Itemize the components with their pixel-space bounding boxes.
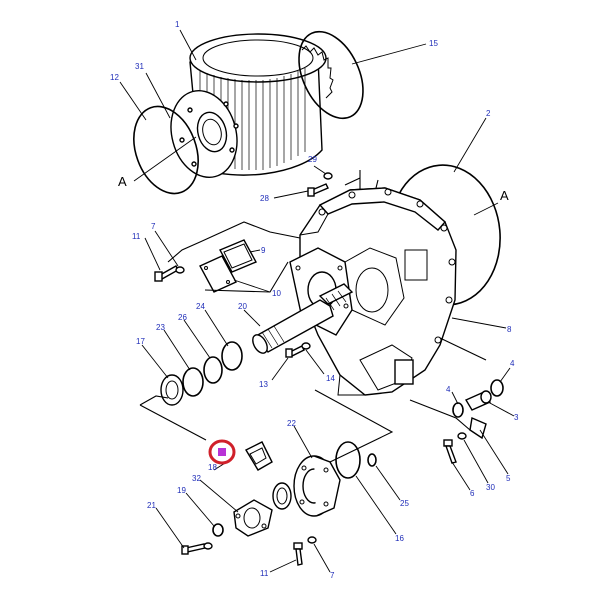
callout-22: 22 xyxy=(287,419,296,428)
ring-25 xyxy=(367,453,377,467)
callout-21: 21 xyxy=(147,501,156,510)
bolt-11-top xyxy=(154,265,179,282)
callout-19: 19 xyxy=(177,486,186,495)
ring-16 xyxy=(335,441,361,479)
washer-29 xyxy=(323,172,333,180)
callout-12: 12 xyxy=(110,73,119,82)
callout-31: 31 xyxy=(135,62,144,71)
callout-17: 17 xyxy=(136,337,145,346)
bolt-6 xyxy=(443,439,457,464)
callout-9: 9 xyxy=(261,246,266,255)
highlight-marker-icon[interactable] xyxy=(218,448,226,456)
callout-13: 13 xyxy=(259,380,268,389)
callout-24: 24 xyxy=(196,302,205,311)
leader-lines xyxy=(119,29,515,573)
callout-30: 30 xyxy=(486,483,495,492)
cover-22 xyxy=(293,455,341,517)
callout-4-lower: 4 xyxy=(446,385,451,394)
ring-4-lower xyxy=(452,402,464,418)
callout-2: 2 xyxy=(486,109,491,118)
washer-7-top xyxy=(175,266,185,274)
input-shaft xyxy=(252,283,354,354)
callout-25: 25 xyxy=(400,499,409,508)
seal-middle xyxy=(272,482,292,510)
callout-7-bottom: 7 xyxy=(330,571,335,580)
ring-26 xyxy=(203,356,223,384)
coupler-18 xyxy=(245,441,273,471)
washer-14 xyxy=(301,342,311,350)
section-mark-right: A xyxy=(500,188,509,203)
highlight-circle[interactable] xyxy=(208,439,236,465)
front-plate xyxy=(170,89,239,179)
gasket-10 xyxy=(199,255,237,293)
washer-30 xyxy=(457,432,467,440)
callout-29: 29 xyxy=(308,155,317,164)
plug-3 xyxy=(464,390,492,411)
ring-4-upper xyxy=(490,379,504,397)
callout-10: 10 xyxy=(272,289,281,298)
callout-18: 18 xyxy=(208,463,217,472)
callout-14: 14 xyxy=(326,374,335,383)
bolt-13 xyxy=(285,345,305,358)
section-mark-left: A xyxy=(118,174,127,189)
bolt-21 xyxy=(181,542,213,555)
transmission-housing xyxy=(289,187,457,396)
cover-plate-9 xyxy=(219,239,257,273)
callout-labels: 1 31 12 15 2 29 28 7 11 9 10 24 26 20 23… xyxy=(110,20,519,580)
ring-23 xyxy=(182,367,204,397)
pump-housing-32 xyxy=(233,499,273,537)
bolt-11-bottom xyxy=(293,542,303,566)
group-boundary-lines xyxy=(139,170,487,463)
callout-7-top: 7 xyxy=(151,222,156,231)
callout-8: 8 xyxy=(507,325,512,334)
callout-11-bottom: 11 xyxy=(260,569,269,578)
callout-32: 32 xyxy=(192,474,201,483)
ring-24 xyxy=(221,341,243,371)
washer-7-bottom xyxy=(307,536,317,544)
callout-1: 1 xyxy=(175,20,180,29)
bolt-28 xyxy=(307,183,329,197)
callout-4-upper: 4 xyxy=(510,359,515,368)
callout-28: 28 xyxy=(260,194,269,203)
callout-3: 3 xyxy=(514,413,519,422)
callout-11-top: 11 xyxy=(132,232,141,241)
callout-20: 20 xyxy=(238,302,247,311)
callout-26: 26 xyxy=(178,313,187,322)
callout-6: 6 xyxy=(470,489,475,498)
callout-23: 23 xyxy=(156,323,165,332)
seal-17 xyxy=(160,374,184,406)
callout-16: 16 xyxy=(395,534,404,543)
ring-19 xyxy=(212,523,224,537)
callout-15: 15 xyxy=(429,39,438,48)
callout-5: 5 xyxy=(506,474,511,483)
seal-ring-12 xyxy=(133,105,199,195)
